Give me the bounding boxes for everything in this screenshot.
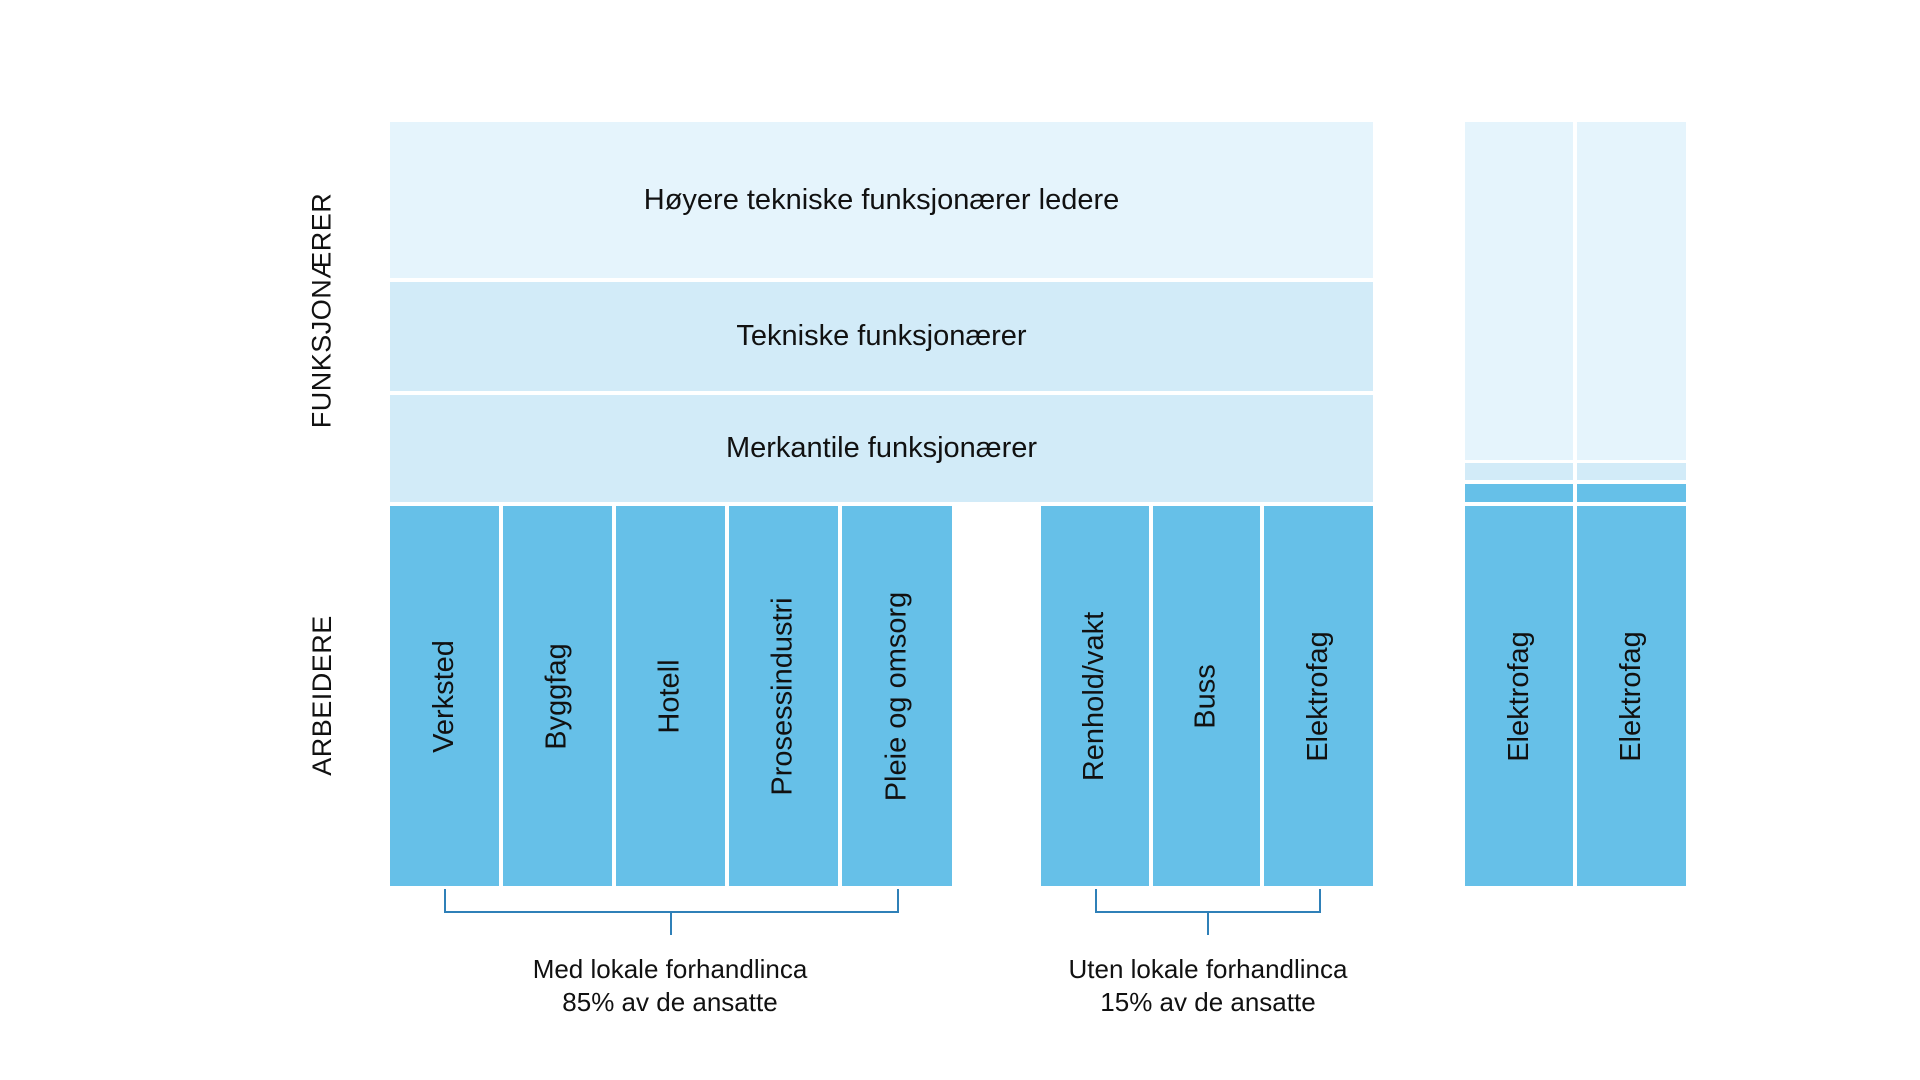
caption-nonlocal-line1: Uten lokale forhandlinca	[1068, 954, 1348, 984]
right-block-top-left	[1465, 122, 1573, 460]
band-tekniske-funksjonaerer: Tekniske funksjonærer	[390, 282, 1373, 391]
arbeidere-label: ARBEIDERE	[306, 614, 337, 776]
band-merkantile-funksjonaerer: Merkantile funksjonærer	[390, 395, 1373, 502]
column-right-elektrofag-1: Elektrofag	[1465, 506, 1573, 886]
column-byggfag: Byggfag	[503, 506, 612, 886]
caption-local-line2: 85% av de ansatte	[562, 987, 778, 1017]
right-block-low-left	[1465, 484, 1573, 502]
caption-nonlocal: Uten lokale forhandlinca 15% av de ansat…	[1008, 953, 1408, 1019]
column-right-elektrofag-2: Elektrofag	[1577, 506, 1686, 886]
column-hotell: Hotell	[616, 506, 725, 886]
column-renhold-vakt: Renhold/vakt	[1041, 506, 1149, 886]
right-block-low-right	[1577, 484, 1686, 502]
funksjonaerer-label: FUNKSJONÆRER	[306, 192, 337, 428]
caption-nonlocal-line2: 15% av de ansatte	[1100, 987, 1316, 1017]
right-block-mid-left	[1465, 463, 1573, 480]
column-prosessindustri: Prosessindustri	[729, 506, 838, 886]
caption-local: Med lokale forhandlinca 85% av de ansatt…	[470, 953, 870, 1019]
column-elektrofag: Elektrofag	[1264, 506, 1373, 886]
column-pleie-og-omsorg: Pleie og omsorg	[842, 506, 952, 886]
band-hoyere-tekniske-ledere: Høyere tekniske funksjonærer ledere	[390, 122, 1373, 278]
caption-local-line1: Med lokale forhandlinca	[532, 954, 808, 984]
right-block-mid-right	[1577, 463, 1686, 480]
right-block-top-right	[1577, 122, 1686, 460]
column-verksted: Verksted	[390, 506, 499, 886]
column-buss: Buss	[1153, 506, 1260, 886]
